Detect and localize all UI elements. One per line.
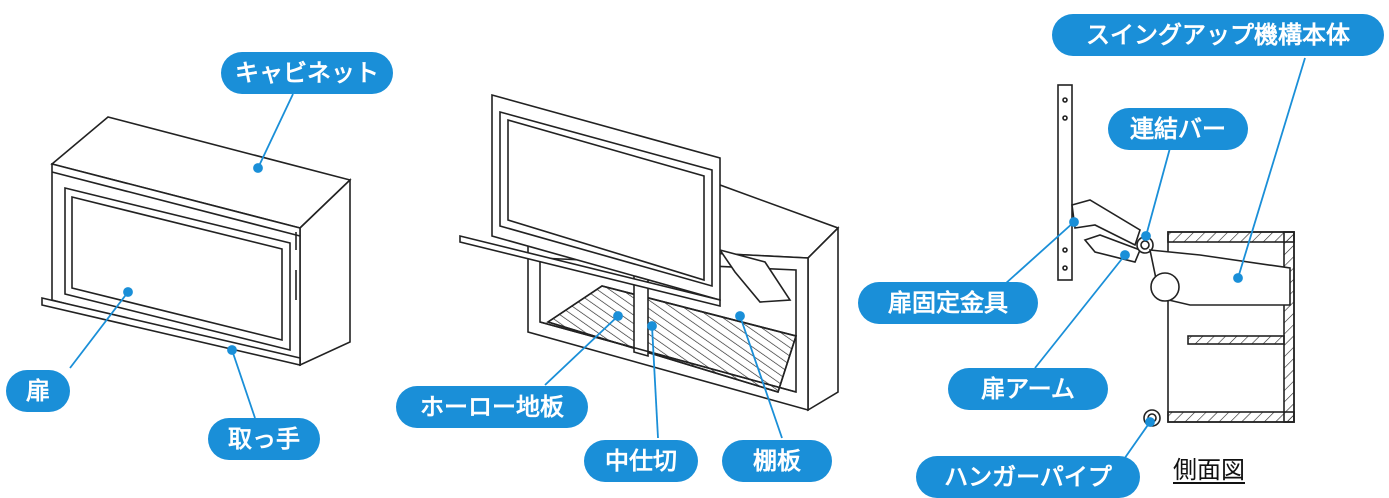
label-door: 扉 xyxy=(6,370,70,412)
label-door-bracket: 扉固定金具 xyxy=(858,282,1038,324)
label-link-bar: 連結バー xyxy=(1108,108,1248,150)
side-view-caption: 側面図 xyxy=(1173,456,1245,484)
label-hanger-pipe: ハンガーパイプ xyxy=(916,456,1140,498)
closed-cabinet-drawing xyxy=(41,116,352,367)
label-shelf: 棚板 xyxy=(722,440,832,482)
label-divider: 中仕切 xyxy=(584,440,698,482)
side-view-drawing xyxy=(1057,84,1295,427)
label-cabinet: キャビネット xyxy=(221,52,393,94)
label-door-arm: 扉アーム xyxy=(948,368,1108,410)
label-swing-up-mechanism: スイングアップ機構本体 xyxy=(1052,14,1384,56)
open-cabinet-drawing xyxy=(459,93,840,412)
label-handle: 取っ手 xyxy=(208,418,320,460)
label-enamel-bottom: ホーロー地板 xyxy=(396,386,588,428)
leader-lines xyxy=(69,57,1306,463)
